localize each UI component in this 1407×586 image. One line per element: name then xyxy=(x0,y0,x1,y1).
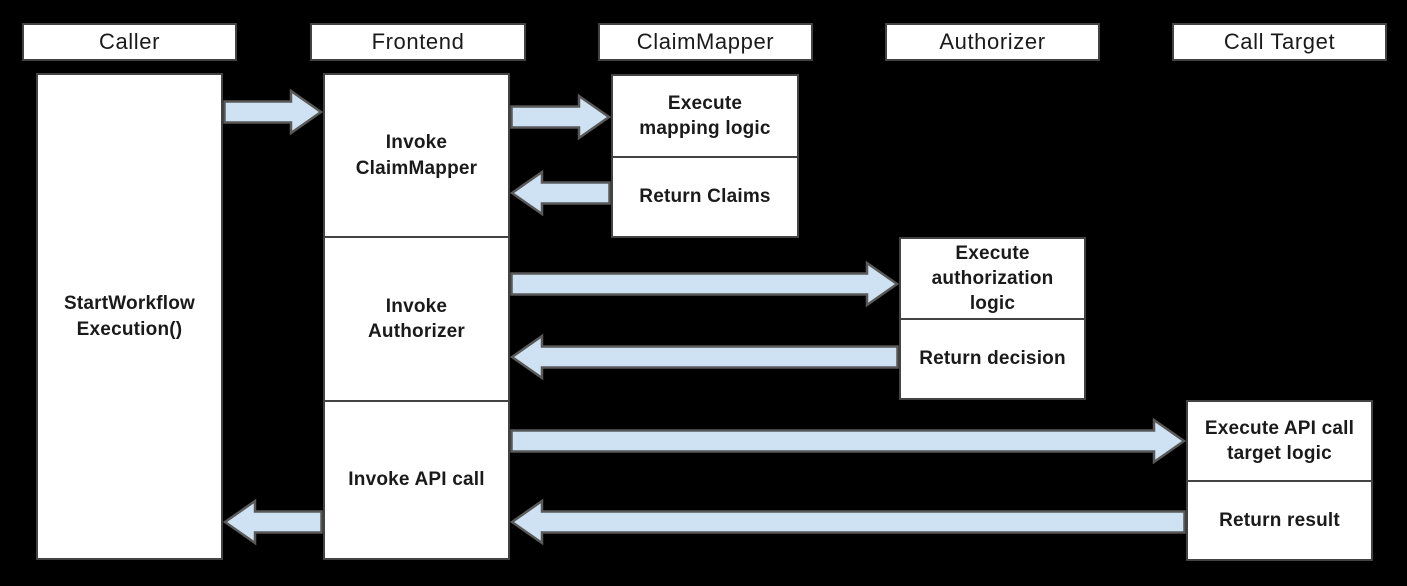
activity-invoke-authorizer: Invoke Authorizer xyxy=(325,236,508,400)
activity-startworkflowexecution: StartWorkflow Execution() xyxy=(63,293,196,340)
arrow-calltarget-to-frontend xyxy=(510,498,1186,546)
arrow-frontend-to-caller xyxy=(223,498,323,546)
lifeline-call-target: Execute API call target logic Return res… xyxy=(1186,400,1373,561)
activity-invoke-api-call: Invoke API call xyxy=(325,400,508,558)
column-header-call-target: Call Target xyxy=(1172,23,1387,61)
column-header-frontend: Frontend xyxy=(310,23,526,61)
arrow-frontend-to-authorizer xyxy=(510,260,899,308)
lifeline-caller: StartWorkflow Execution() xyxy=(36,73,223,560)
lifeline-authorizer: Execute authorization logic Return decis… xyxy=(899,237,1086,400)
activity-return-decision: Return decision xyxy=(901,318,1084,398)
arrow-frontend-to-claimmapper xyxy=(510,93,611,141)
lifeline-claimmapper: Execute mapping logic Return Claims xyxy=(611,74,799,238)
activity-execute-authorization-logic: Execute authorization logic xyxy=(931,242,1054,315)
activity-execute-api-call-target-logic: Execute API call target logic xyxy=(1204,417,1355,464)
arrow-authorizer-to-frontend xyxy=(510,333,899,381)
activity-return-result: Return result xyxy=(1188,480,1371,559)
lifeline-frontend: Invoke ClaimMapper Invoke Authorizer Inv… xyxy=(323,73,510,560)
column-header-caller: Caller xyxy=(22,23,237,61)
activity-execute-mapping-logic: Execute mapping logic xyxy=(639,92,771,139)
arrow-claimmapper-to-frontend xyxy=(510,169,611,217)
activity-return-claims: Return Claims xyxy=(613,156,797,236)
column-header-authorizer: Authorizer xyxy=(885,23,1100,61)
arrow-caller-to-frontend xyxy=(223,88,323,136)
arrow-frontend-to-calltarget xyxy=(510,417,1186,465)
activity-invoke-claimmapper: Invoke ClaimMapper xyxy=(355,132,478,179)
column-header-claimmapper: ClaimMapper xyxy=(598,23,813,61)
